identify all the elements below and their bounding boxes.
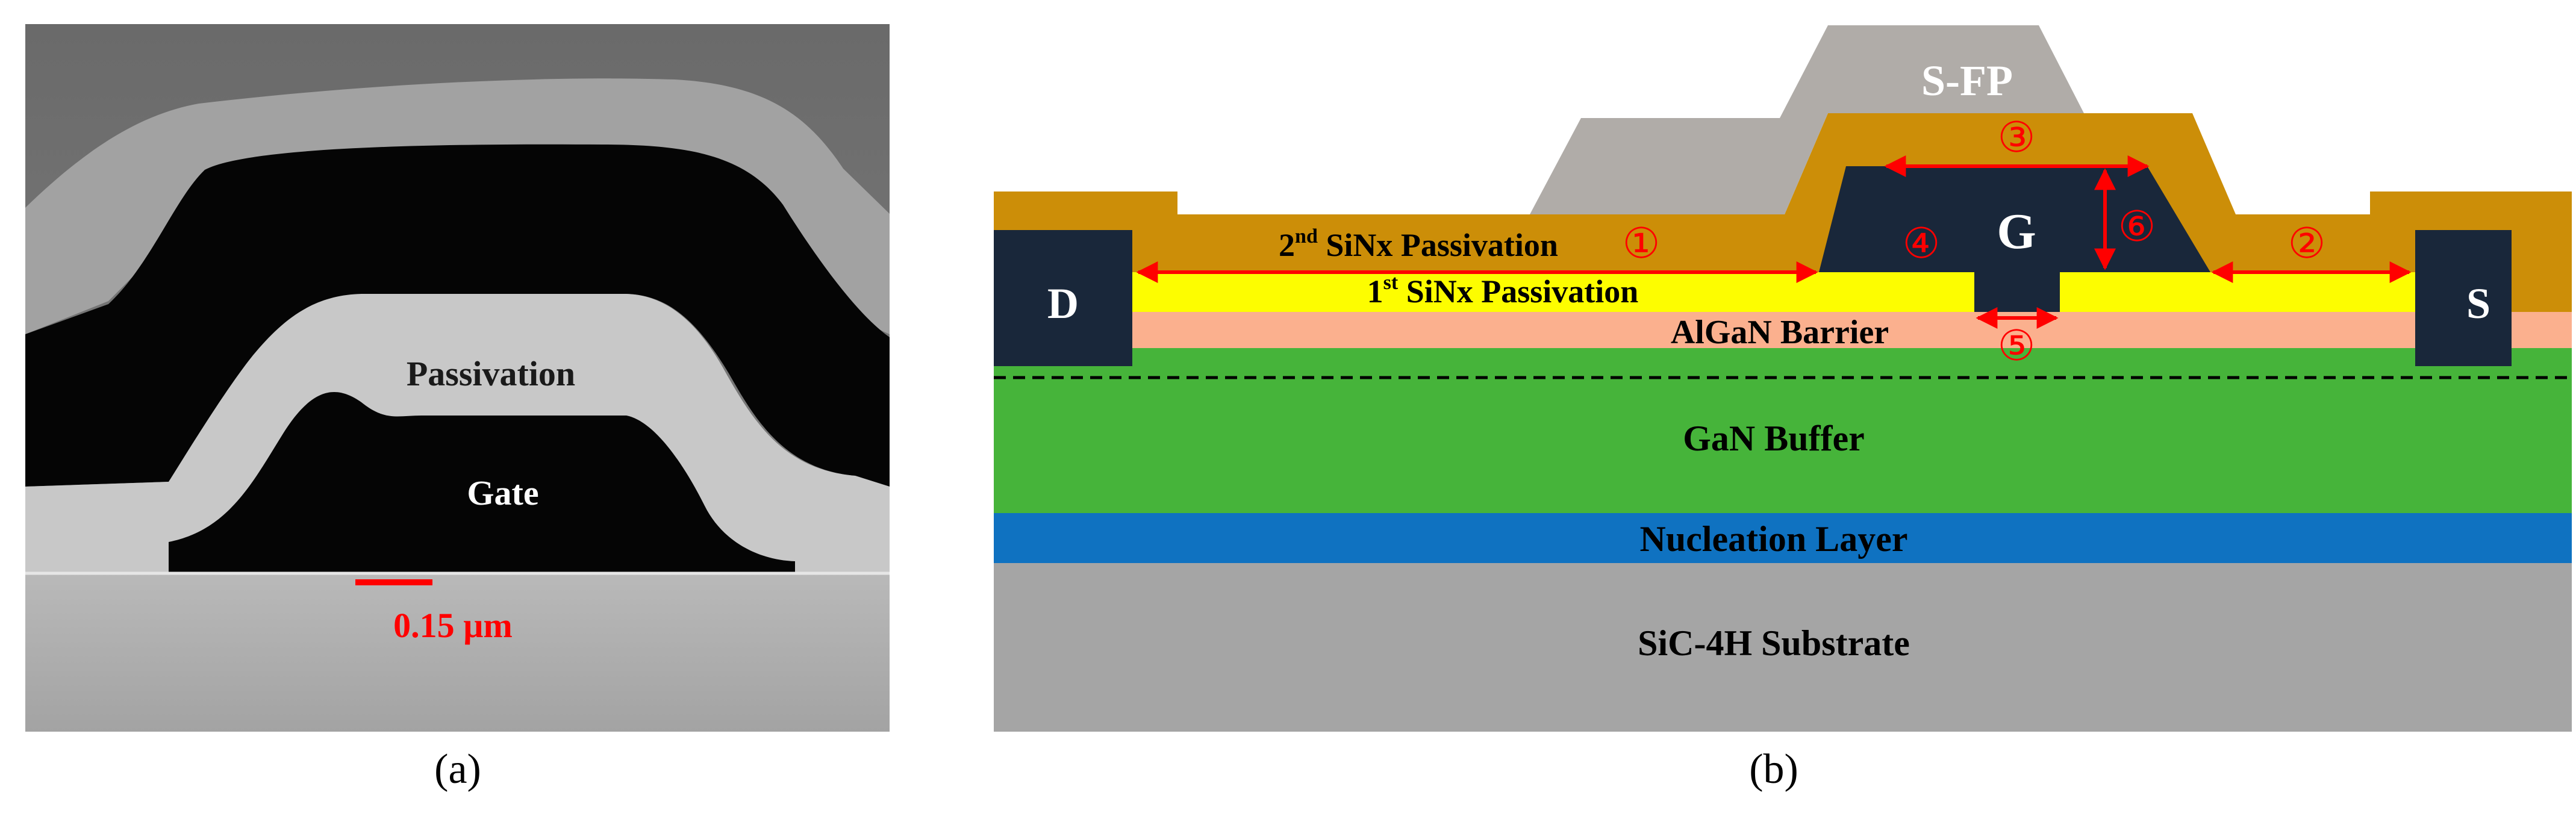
- first-sinx-label: 1st SiNx Passivation: [1367, 272, 1639, 310]
- source-field-plate: [1530, 25, 2084, 214]
- nucleation-label: Nucleation Layer: [1640, 519, 1908, 559]
- gan-buffer-label: GaN Buffer: [1683, 419, 1865, 458]
- algan-barrier-layer: [994, 312, 2572, 348]
- second-sinx-sup: nd: [1295, 225, 1318, 248]
- sem-substrate: [25, 573, 890, 732]
- panel-b-cross-section: S-FP G D S 2nd SiNx Passivation 1st SiNx…: [994, 25, 2572, 732]
- gate-label: Gate: [467, 473, 538, 512]
- caption-a: (a): [434, 746, 481, 792]
- first-sinx-layer: [1132, 272, 2415, 312]
- marker-5: ⑤: [1998, 323, 2036, 370]
- marker-4: ④: [1903, 221, 1941, 267]
- first-sinx-prefix: 1: [1367, 273, 1383, 310]
- caption-b: (b): [1749, 746, 1798, 792]
- marker-2: ②: [2288, 221, 2326, 267]
- gan-buffer-layer: [994, 348, 2572, 513]
- marker-3: ③: [1998, 115, 2036, 161]
- gate-g-label: G: [1997, 204, 2036, 260]
- sfp-label: S-FP: [1921, 57, 2013, 105]
- nucleation-layer: [994, 513, 2572, 563]
- sem-gate-foot: [355, 548, 428, 575]
- marker-1: ①: [1623, 221, 1661, 267]
- algan-label: AlGaN Barrier: [1671, 314, 1889, 351]
- second-sinx-prefix: 2: [1279, 227, 1295, 263]
- sem-dark-layer: [25, 144, 890, 487]
- source-edge-passivation: [2512, 230, 2572, 312]
- gate-length-label: 0.15 µm: [393, 606, 513, 645]
- first-sinx-sup: st: [1383, 272, 1399, 294]
- second-sinx-label: 2nd SiNx Passivation: [1279, 225, 1558, 263]
- drain-contact: [994, 230, 1132, 366]
- gate-length-bar: [355, 579, 432, 585]
- sic-substrate-layer: [994, 563, 2572, 732]
- passivation-label: Passivation: [407, 354, 575, 393]
- marker-6: ⑥: [2118, 204, 2156, 251]
- first-sinx-suffix: SiNx Passivation: [1398, 273, 1638, 310]
- source-label: S: [2466, 279, 2490, 328]
- dimension-arrows: [1136, 155, 2412, 329]
- sem-gate: [169, 392, 795, 573]
- source-contact: [2415, 230, 2512, 366]
- second-sinx-suffix: SiNx Passivation: [1318, 227, 1558, 263]
- panel-a-sem-image: Passivation Gate 0.15 µm: [25, 24, 890, 732]
- substrate-label: SiC-4H Substrate: [1638, 623, 1910, 663]
- drain-label: D: [1047, 279, 1079, 328]
